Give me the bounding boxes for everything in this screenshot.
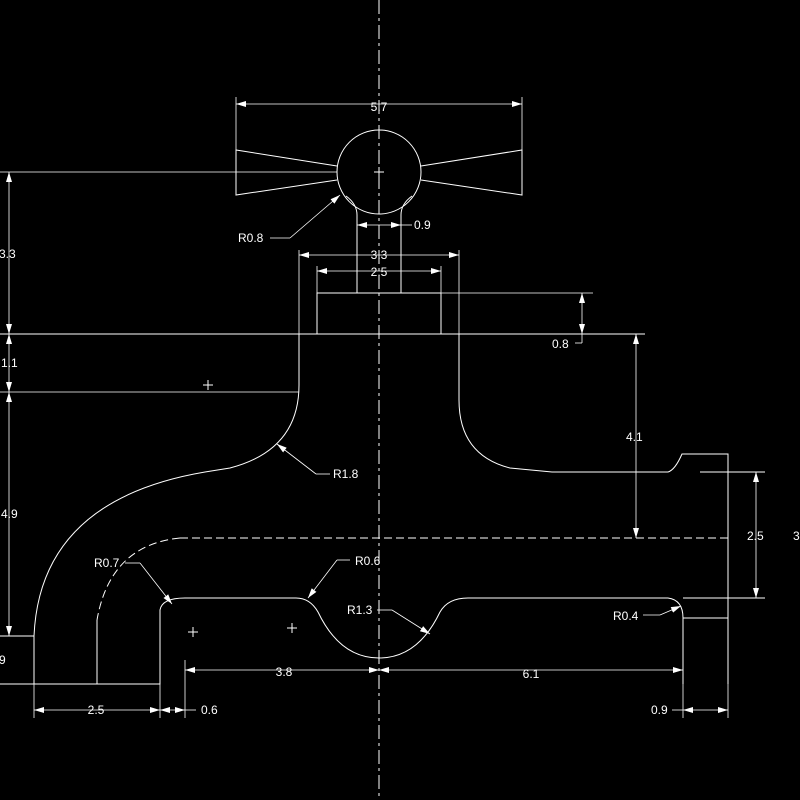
dim-inner-right-span: 6.1 bbox=[523, 667, 540, 681]
radius-upper-curve: R1.8 bbox=[333, 467, 359, 481]
dim-inner-left-span: 3.8 bbox=[276, 665, 293, 679]
dimension-labels: 5.7 0.9 3.3 2.5 0.8 3.3 1.1 4.9 4.1 2.5 … bbox=[0, 100, 800, 717]
dim-collar-height: 1.1 bbox=[1, 356, 18, 370]
handle-arm-left bbox=[235, 149, 338, 196]
radius-inner-left: R0.7 bbox=[94, 556, 120, 570]
spout-center-arc bbox=[96, 537, 181, 621]
radius-knob: R0.8 bbox=[238, 231, 264, 245]
dim-handle-height: 3.3 bbox=[0, 247, 16, 261]
dim-handle-width: 5.7 bbox=[371, 100, 388, 114]
handle-stem bbox=[345, 195, 413, 293]
dim-nut-height: 0.8 bbox=[552, 337, 569, 351]
spout-top-contour bbox=[458, 334, 729, 684]
cross-marks bbox=[188, 380, 297, 637]
dimension-lines bbox=[0, 97, 759, 718]
body-outer-contour bbox=[33, 334, 684, 685]
dim-spout-thickness: 2.5 bbox=[747, 529, 764, 543]
radius-tip: R0.4 bbox=[613, 609, 639, 623]
dim-nut-outer: 3.3 bbox=[371, 248, 388, 262]
dim-body-height-left: 4.9 bbox=[1, 507, 18, 521]
dim-stem-width: 0.9 bbox=[414, 218, 431, 232]
dim-base-left-width: 2.5 bbox=[88, 703, 105, 717]
dim-right-edge: 3 bbox=[793, 529, 800, 543]
dim-gap-width: 0.6 bbox=[201, 703, 218, 717]
dim-spout-drop: 4.1 bbox=[626, 430, 643, 444]
radius-notch: R1.3 bbox=[347, 603, 373, 617]
handle bbox=[235, 129, 523, 293]
dim-bottom-left: 9 bbox=[0, 653, 6, 667]
radius-leaders bbox=[125, 194, 682, 635]
faucet-body bbox=[0, 333, 765, 685]
dim-tip-width: 0.9 bbox=[651, 703, 668, 717]
handle-arm-right bbox=[420, 149, 523, 196]
dim-nut-inner: 2.5 bbox=[371, 265, 388, 279]
radius-notch-left: R0.6 bbox=[355, 554, 381, 568]
